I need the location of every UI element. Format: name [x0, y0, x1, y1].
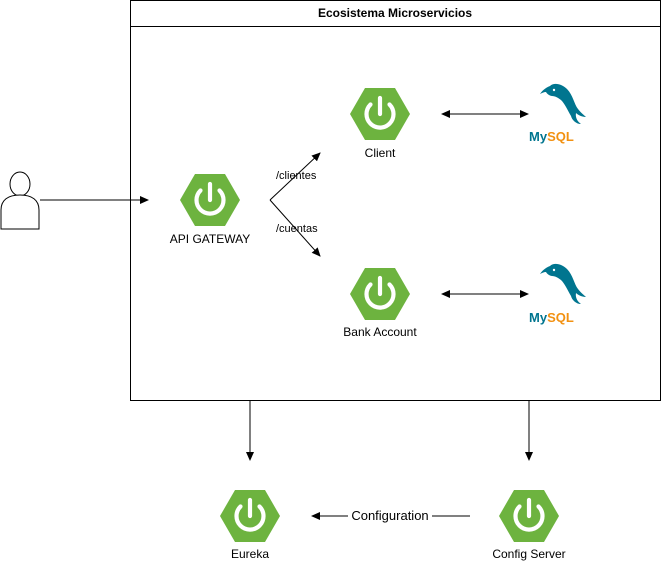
route-label-clientes: /clientes [276, 170, 317, 182]
mysql-logo-text: MySQL [529, 310, 574, 325]
api-gateway-label: API GATEWAY [170, 232, 250, 246]
eureka-node[interactable]: Eureka [220, 490, 280, 561]
client-service-node[interactable]: Client [350, 88, 410, 160]
client-label: Client [365, 146, 396, 160]
config-server-label: Config Server [492, 547, 565, 561]
mysql-db-client[interactable]: MySQL [529, 83, 586, 144]
spring-power-icon [499, 490, 559, 542]
user-icon [0, 171, 40, 230]
eureka-label: Eureka [231, 547, 269, 561]
edge-gateway-routes [269, 152, 321, 257]
spring-power-icon [220, 490, 280, 542]
route-label-cuentas: /cuentas [276, 223, 318, 235]
api-gateway-node[interactable]: API GATEWAY [170, 174, 250, 246]
config-server-node[interactable]: Config Server [492, 490, 566, 561]
container-title: Ecosistema Microservicios [318, 6, 472, 20]
mysql-logo-text: MySQL [529, 129, 574, 144]
bank-account-label: Bank Account [343, 325, 417, 339]
mysql-db-bank[interactable]: MySQL [529, 263, 586, 325]
edge-label-configuration: Configuration [351, 508, 428, 523]
bank-account-service-node[interactable]: Bank Account [343, 268, 417, 339]
